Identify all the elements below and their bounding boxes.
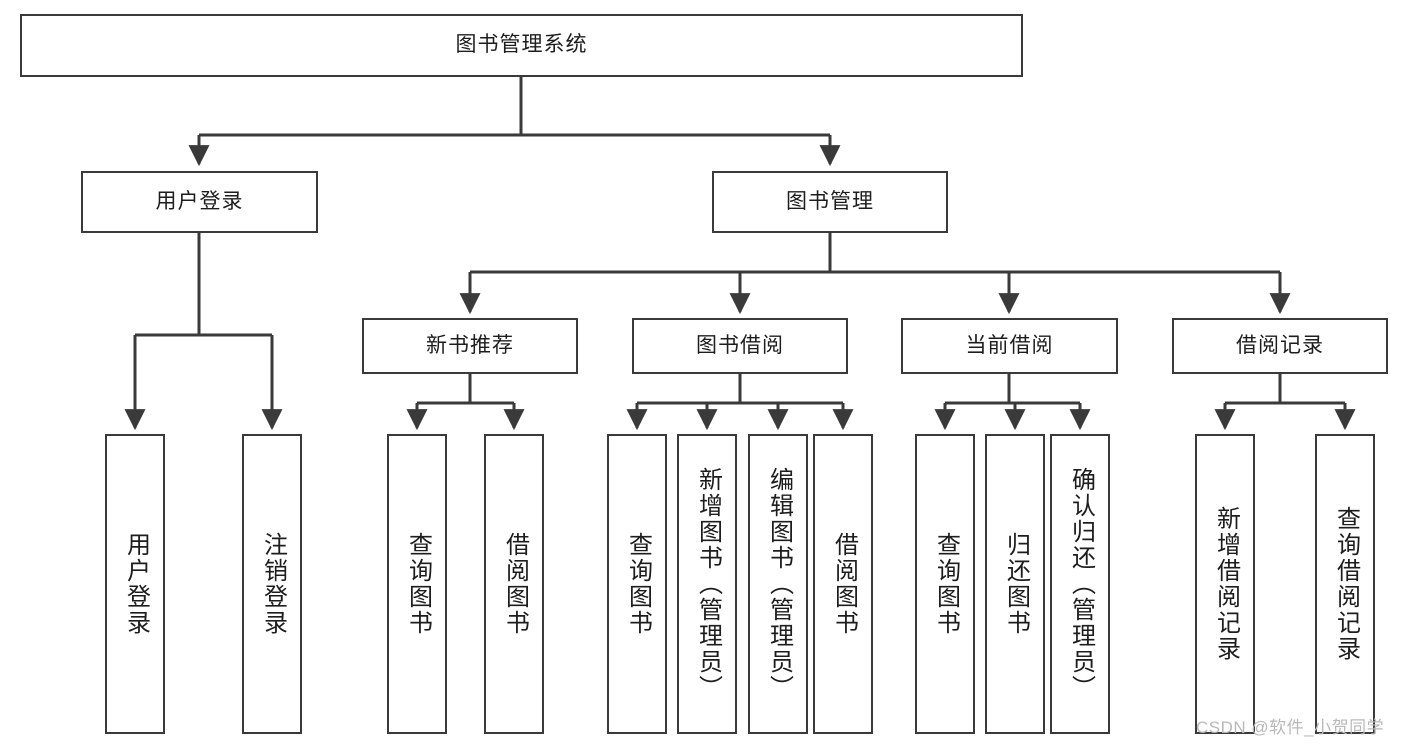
node-new-book-recommend[interactable]: 新书推荐	[362, 318, 578, 374]
node-root-label: 图书管理系统	[455, 33, 588, 57]
node-leaf-bb-edit-book[interactable]: 编辑图书（管理员）	[748, 434, 808, 734]
node-current-borrow[interactable]: 当前借阅	[901, 318, 1118, 374]
node-leaf-rec-query-book-label: 查询图书	[404, 532, 432, 636]
node-leaf-cb-return-book-label: 归还图书	[1002, 532, 1030, 636]
node-leaf-cb-confirm-return-label: 确认归还（管理员）	[1067, 467, 1095, 701]
node-leaf-br-query-record[interactable]: 查询借阅记录	[1315, 434, 1375, 734]
node-book-borrow-label: 图书借阅	[696, 333, 784, 357]
node-leaf-cb-query-book[interactable]: 查询图书	[915, 434, 975, 734]
node-leaf-bb-query-book-label: 查询图书	[624, 532, 652, 636]
node-current-borrow-label: 当前借阅	[965, 333, 1054, 357]
watermark: CSDN @软件_小贺同学	[1196, 718, 1385, 737]
node-leaf-bb-edit-book-label: 编辑图书（管理员）	[765, 467, 793, 701]
node-leaf-br-query-record-label: 查询借阅记录	[1332, 506, 1360, 662]
node-leaf-rec-borrow-book-label: 借阅图书	[501, 532, 529, 636]
node-borrow-record[interactable]: 借阅记录	[1172, 318, 1388, 374]
node-leaf-bb-add-book-label: 新增图书（管理员）	[694, 467, 722, 701]
node-book-management[interactable]: 图书管理	[712, 171, 948, 233]
node-leaf-user-login[interactable]: 用户登录	[105, 434, 165, 734]
node-borrow-record-label: 借阅记录	[1236, 333, 1324, 357]
node-leaf-br-add-record-label: 新增借阅记录	[1212, 506, 1240, 662]
node-leaf-bb-borrow-book-label: 借阅图书	[830, 532, 858, 636]
node-leaf-rec-query-book[interactable]: 查询图书	[387, 434, 447, 734]
node-leaf-bb-query-book[interactable]: 查询图书	[607, 434, 667, 734]
node-root[interactable]: 图书管理系统	[20, 14, 1023, 77]
node-user-login-label: 用户登录	[155, 189, 244, 213]
node-leaf-rec-borrow-book[interactable]: 借阅图书	[484, 434, 544, 734]
node-leaf-cb-return-book[interactable]: 归还图书	[985, 434, 1045, 734]
node-leaf-bb-borrow-book[interactable]: 借阅图书	[813, 434, 873, 734]
node-new-book-recommend-label: 新书推荐	[426, 333, 514, 357]
node-leaf-cb-confirm-return[interactable]: 确认归还（管理员）	[1050, 434, 1110, 734]
node-leaf-br-add-record[interactable]: 新增借阅记录	[1195, 434, 1255, 734]
node-leaf-bb-add-book[interactable]: 新增图书（管理员）	[677, 434, 737, 734]
node-book-borrow[interactable]: 图书借阅	[632, 318, 848, 374]
node-leaf-user-logout-label: 注销登录	[259, 532, 287, 636]
node-leaf-user-logout[interactable]: 注销登录	[242, 434, 302, 734]
node-book-management-label: 图书管理	[786, 189, 874, 213]
node-leaf-user-login-label: 用户登录	[122, 532, 150, 636]
node-leaf-cb-query-book-label: 查询图书	[932, 532, 960, 636]
node-user-login[interactable]: 用户登录	[81, 171, 318, 233]
